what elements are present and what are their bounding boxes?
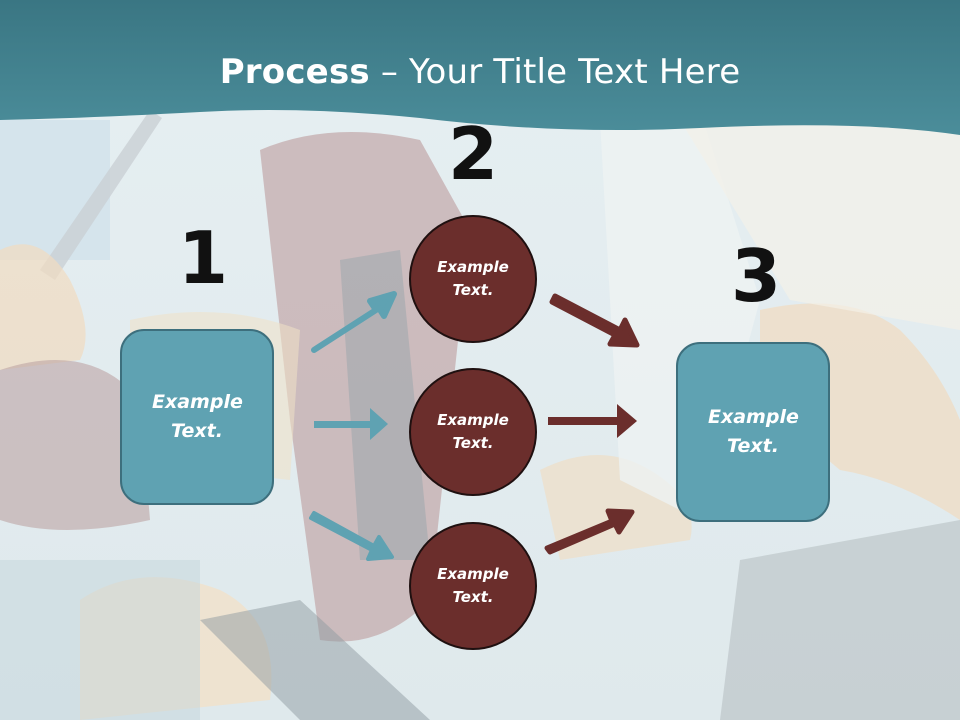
step-number-3: 3 — [731, 234, 782, 318]
step-2-circle-2: Example Text. — [409, 368, 537, 496]
arrow-top-to-3 — [549, 293, 640, 348]
title-bold: Process — [219, 52, 370, 92]
step-number-1: 1 — [178, 216, 229, 300]
step-2-circle-1: Example Text. — [409, 215, 537, 343]
slide-title: Process – Your Title Text Here — [0, 52, 960, 92]
step-2-text-2: Example Text. — [437, 411, 509, 452]
step-3-box: Example Text. — [676, 342, 830, 522]
arrow-middle-to-3 — [548, 404, 637, 438]
step-2-text-1: Example Text. — [437, 258, 509, 299]
step-1-text: Example Text. — [152, 391, 243, 442]
arrow-1-to-middle — [314, 408, 388, 440]
arrow-1-to-top — [311, 291, 397, 353]
arrow-bottom-to-3 — [544, 508, 635, 555]
step-3-text: Example Text. — [708, 406, 799, 457]
step-2-circle-3: Example Text. — [409, 522, 537, 650]
title-rest: – Your Title Text Here — [369, 52, 741, 92]
step-2-text-3: Example Text. — [437, 565, 509, 606]
arrow-1-to-bottom — [309, 511, 394, 561]
step-number-2: 2 — [448, 112, 499, 196]
step-1-box: Example Text. — [120, 329, 274, 505]
